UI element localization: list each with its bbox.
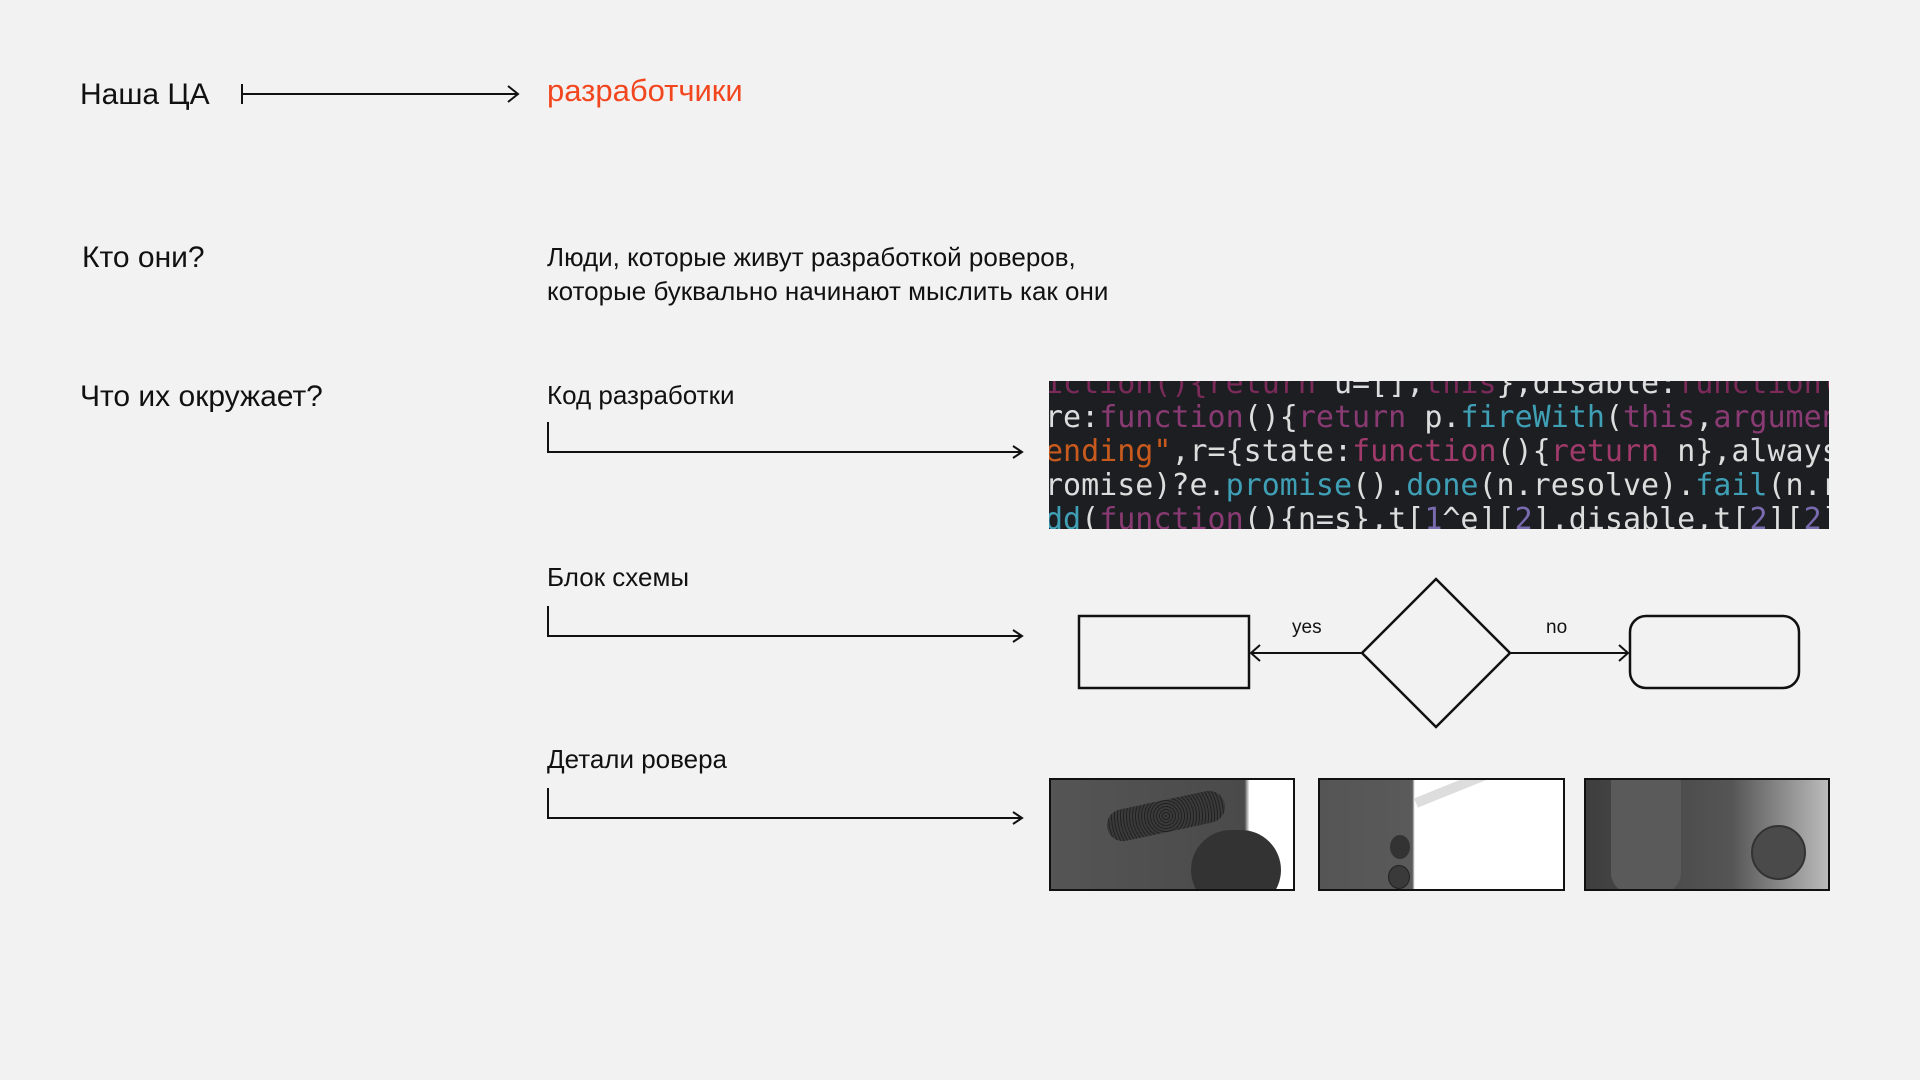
code-token: (: [1604, 400, 1623, 435]
code-token: function: [1099, 400, 1244, 435]
rover-part-photo: [1049, 778, 1295, 891]
code-token: return: [1550, 434, 1678, 469]
code-token: ending": [1049, 434, 1172, 469]
code-line: re:function(){return p.fireWith(this,arg…: [1049, 401, 1829, 435]
code-line: dd(function(){n=s},t[1^e][2].disable,t[2…: [1049, 502, 1829, 530]
code-line: romise)?e.promise().done(n.resolve).fail…: [1049, 469, 1829, 503]
surround-label: Что их окружает?: [80, 380, 323, 413]
code-token: p.: [1424, 400, 1461, 435]
code-token: },disable:: [1496, 381, 1678, 401]
code-token: (){n=s},t[: [1243, 502, 1425, 530]
item-label-code: Код разработки: [547, 380, 735, 410]
process-box: [1077, 614, 1251, 690]
who-line: Люди, которые живут разработкой роверов,: [547, 242, 1076, 272]
bracket-arrow-icon: [547, 422, 1024, 459]
rover-part-photo: [1584, 778, 1830, 891]
code-token: promise: [1225, 468, 1353, 503]
arrow-icon: [241, 84, 520, 104]
no-label: no: [1546, 617, 1568, 638]
code-token: done: [1406, 468, 1479, 503]
code-token: 1: [1424, 502, 1443, 530]
code-token: return: [1297, 400, 1425, 435]
code-token: ^e][: [1442, 502, 1515, 530]
audience-label: Наша ЦА: [80, 78, 210, 111]
terminal-box: [1628, 614, 1801, 690]
flowchart-diagram: [1077, 577, 1801, 729]
item-label-parts: Детали ровера: [547, 744, 728, 774]
who-description: Люди, которые живут разработкой роверов,…: [547, 240, 1108, 308]
code-token: (n.re: [1767, 468, 1830, 503]
code-token: ].: [1822, 502, 1829, 530]
code-token: (n.resolve).: [1478, 468, 1696, 503]
code-token: ,r={state:: [1171, 434, 1353, 469]
yes-label: yes: [1292, 617, 1322, 638]
code-token: fail: [1695, 468, 1768, 503]
bracket-arrow-icon: [547, 606, 1024, 643]
code-token: (){: [1243, 400, 1298, 435]
code-token: ,: [1695, 400, 1714, 435]
code-token: function: [1352, 434, 1497, 469]
code-token: 2: [1803, 502, 1822, 530]
code-token: ().: [1352, 468, 1407, 503]
code-token: this: [1623, 400, 1696, 435]
item-label-flowchart: Блок схемы: [547, 562, 690, 592]
code-token: function(): [1677, 381, 1829, 401]
code-token: 2: [1514, 502, 1533, 530]
code-image: iction(){return u=[],this},disable:funct…: [1049, 381, 1829, 529]
code-token: iction(){return: [1049, 381, 1334, 401]
audience-value: разработчики: [547, 73, 743, 108]
code-token: u=[],: [1333, 381, 1425, 401]
code-token: ].disable,t[: [1532, 502, 1750, 530]
who-line: которые буквально начинают мыслить как о…: [547, 276, 1109, 306]
code-token: (: [1081, 502, 1100, 530]
code-token: fireWith: [1460, 400, 1605, 435]
code-token: function: [1099, 502, 1244, 530]
code-line: iction(){return u=[],this},disable:funct…: [1049, 381, 1829, 401]
code-token: this: [1424, 381, 1497, 401]
code-token: dd: [1049, 502, 1082, 530]
bracket-arrow-icon: [547, 788, 1024, 825]
code-token: (){: [1496, 434, 1551, 469]
who-label: Кто они?: [82, 241, 205, 274]
code-token: 2: [1749, 502, 1768, 530]
code-token: re:: [1049, 400, 1100, 435]
code-token: ][: [1767, 502, 1804, 530]
code-token: n},always:: [1677, 434, 1829, 469]
code-token: romise)?e.: [1049, 468, 1226, 503]
decision-diamond: [1360, 577, 1512, 729]
code-token: arguments: [1713, 400, 1829, 435]
code-line: ending",r={state:function(){return n},al…: [1049, 435, 1829, 469]
rover-part-photo: [1318, 778, 1565, 891]
